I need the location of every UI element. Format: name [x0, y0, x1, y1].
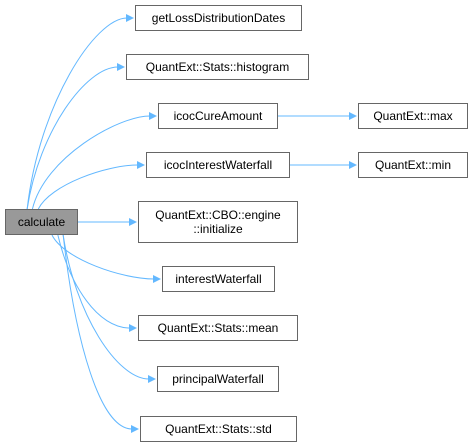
node-stats-mean[interactable]: QuantExt::Stats::mean: [138, 315, 298, 341]
edge-calculate-to-principalWaterfall: [62, 234, 150, 380]
edge-calculate-to-getLossDistributionDates: [26, 17, 128, 210]
node-icoc-interest-waterfall[interactable]: icocInterestWaterfall: [146, 152, 290, 178]
node-label: QuantExt::Stats::std: [165, 422, 272, 436]
node-label: QuantExt::min: [374, 158, 452, 172]
edge-arrowhead: [131, 425, 139, 433]
edge-calculate-to-interestWaterfall: [51, 234, 155, 280]
node-stats-histogram[interactable]: QuantExt::Stats::histogram: [126, 54, 309, 80]
node-label: calculate: [17, 215, 66, 229]
node-interest-waterfall[interactable]: interestWaterfall: [162, 266, 275, 292]
edge-arrowhead: [149, 112, 157, 120]
node-label: icocInterestWaterfall: [163, 158, 273, 172]
node-label: icocCureAmount: [173, 109, 263, 123]
edge-calculate-to-histogram: [26, 66, 119, 210]
node-label: interestWaterfall: [175, 272, 262, 286]
edge-arrowhead: [117, 63, 125, 71]
edge-arrowhead: [129, 218, 137, 226]
node-label: QuantExt::max: [373, 109, 453, 123]
edge-arrowhead: [129, 324, 137, 332]
edge-calculate-to-icocCureAmount: [31, 115, 151, 210]
edge-arrowhead: [126, 14, 134, 22]
edge-calculate-to-mean: [57, 234, 131, 329]
edge-arrowhead: [137, 161, 145, 169]
node-stats-std[interactable]: QuantExt::Stats::std: [140, 416, 297, 442]
node-label: QuantExt::Stats::histogram: [145, 60, 290, 74]
edge-arrowhead: [349, 112, 357, 120]
node-cbo-engine-initialize[interactable]: QuantExt::CBO::engine ::initialize: [138, 201, 298, 243]
edge-arrowhead: [153, 275, 161, 283]
node-principal-waterfall[interactable]: principalWaterfall: [157, 366, 279, 392]
edge-calculate-to-icocInterestWaterfall: [37, 164, 139, 210]
edge-arrowhead: [349, 161, 357, 169]
node-label: QuantExt::Stats::mean: [157, 321, 279, 335]
edge-arrowhead: [148, 375, 156, 383]
node-label: principalWaterfall: [172, 372, 264, 386]
node-label: QuantExt::CBO::engine ::initialize: [155, 208, 281, 236]
node-quantext-min[interactable]: QuantExt::min: [358, 152, 468, 178]
node-label: getLossDistributionDates: [151, 11, 286, 25]
node-quantext-max[interactable]: QuantExt::max: [358, 103, 468, 129]
node-calculate: calculate: [5, 209, 78, 235]
edge-calculate-to-std: [62, 234, 133, 430]
node-icoc-cure-amount[interactable]: icocCureAmount: [158, 103, 278, 129]
node-get-loss-distribution-dates[interactable]: getLossDistributionDates: [135, 5, 302, 31]
